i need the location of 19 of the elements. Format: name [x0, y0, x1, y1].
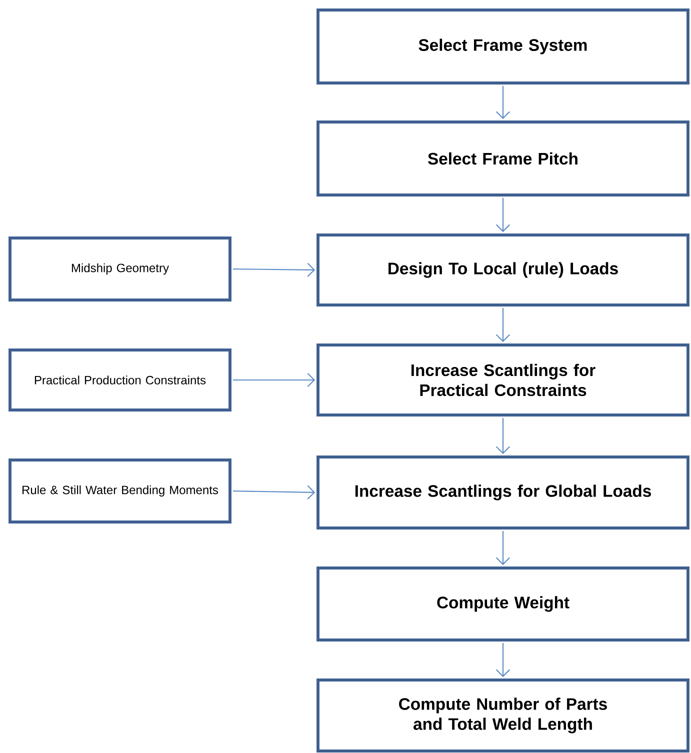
process-box: Select Frame System [316, 8, 690, 84]
process-box: Select Frame Pitch [316, 120, 690, 196]
process-box: Compute Number of Parts and Total Weld Length [316, 678, 690, 752]
input-box: Midship Geometry [8, 236, 232, 302]
arrow [232, 372, 316, 388]
process-box: Increase Scantlings for Global Loads [316, 456, 690, 530]
arrow [496, 418, 510, 454]
arrow [496, 198, 510, 232]
process-box: Increase Scantlings for Practical Constraints [316, 344, 690, 416]
arrow [496, 530, 510, 566]
process-box: Design To Local (rule) Loads [316, 234, 690, 306]
input-box: Practical Production Constraints [8, 348, 232, 412]
arrow [232, 262, 316, 277]
arrow [496, 308, 510, 342]
arrow [496, 86, 510, 120]
arrow [232, 485, 316, 500]
process-box: Compute Weight [316, 566, 690, 642]
arrow [496, 642, 510, 678]
input-box: Rule & Still Water Bending Moments [8, 458, 232, 524]
